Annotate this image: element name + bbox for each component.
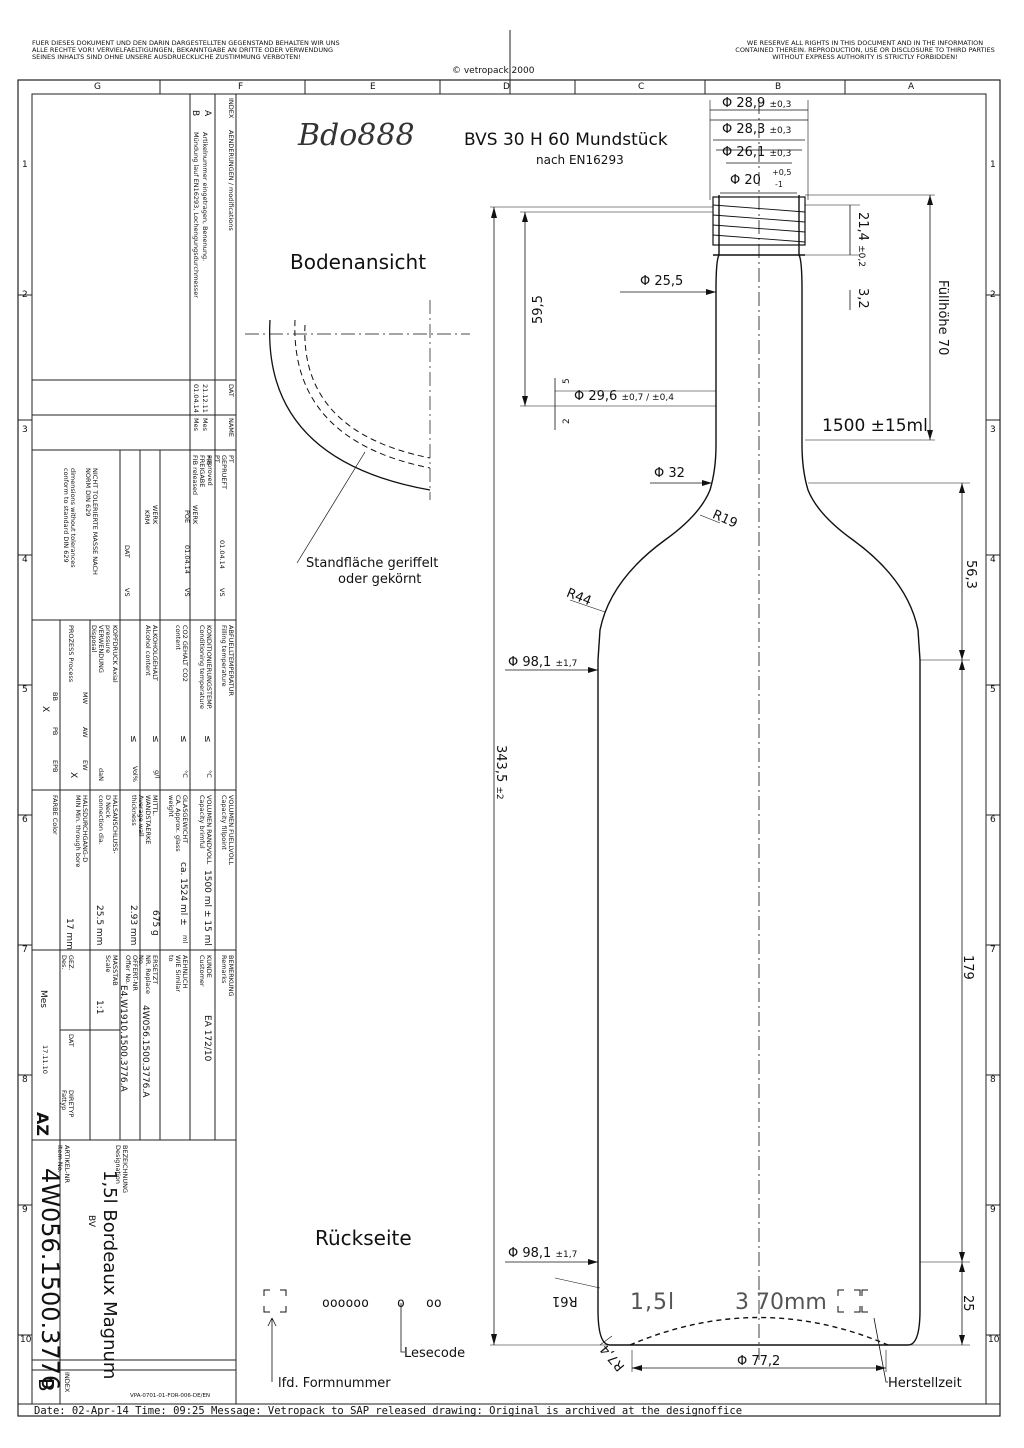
header-right-notice: WE RESERVE ALL RIGHTS IN THIS DOCUMENT A… [735, 39, 995, 61]
dim-d-inner-tol: ±0,3 [769, 149, 792, 159]
drawing-title: BVS 30 H 60 Mundstück [464, 130, 668, 150]
dim-d-neck-low-tol: ±0,7 / ±0,4 [621, 393, 674, 403]
grid-row-8-right: 8 [990, 1075, 996, 1085]
read-code-dots: oooooo [322, 1296, 369, 1311]
dim-h-finish: 21,4 ±0,2 [855, 212, 870, 267]
dim-d-thread-val: Φ 28,3 [722, 122, 766, 137]
dim-d-bore-tol-dn: -1 [775, 180, 783, 189]
dim-volume: 1500 ±15ml [822, 416, 928, 436]
standing-surface-line1: Standfläche geriffelt [306, 556, 439, 571]
dim-h-5: 5 [562, 378, 572, 384]
read-code-dots-c: oo [426, 1296, 442, 1311]
grid-col-d: D [503, 82, 510, 92]
grid-row-3: 3 [22, 425, 28, 435]
dim-h-2: 2 [562, 418, 572, 424]
bottle-outline-right [798, 195, 921, 1346]
bottle-outline-left [597, 195, 720, 1346]
drawing-subtitle: nach EN16293 [536, 153, 624, 167]
dim-d-top-outer-val: Φ 28,9 [722, 96, 766, 111]
dim-h-finish-val: 21,4 [855, 212, 870, 241]
read-code-label: Lesecode [404, 1346, 466, 1361]
dim-d-bore: Φ 20 [730, 173, 761, 188]
dim-d-base: Φ 77,2 [737, 1354, 781, 1369]
grid-col-e: E [370, 82, 376, 92]
grid-row-10: 10 [20, 1335, 32, 1345]
dim-d-body-tol: ±1,7 [555, 659, 578, 669]
dim-h-total-tol: ±2 [494, 786, 504, 800]
grid-col-f: F [238, 82, 244, 92]
grid-row-5-right: 5 [990, 685, 996, 695]
dim-d-thread-tol: ±0,3 [769, 126, 792, 136]
dim-d-neck-low: Φ 29,6 ±0,7 / ±0,4 [574, 389, 674, 404]
dim-d-body: Φ 98,1 ±1,7 [508, 655, 577, 670]
dim-d-top-outer-tol: ±0,3 [769, 100, 792, 110]
grid-row-2: 2 [22, 290, 28, 300]
embossing-volume: 1,5l [630, 1290, 676, 1315]
grid-row-2-right: 2 [990, 290, 996, 300]
dim-r-heel: R61 [552, 1293, 578, 1308]
standing-surface-line2: oder gekörnt [338, 572, 422, 587]
dim-d-body-val: Φ 98,1 [508, 655, 552, 670]
dim-h-shoulder: 56,3 [963, 560, 978, 589]
dim-h-neck: 59,5 [531, 295, 546, 324]
grid-row-7: 7 [22, 945, 28, 955]
grid-col-b: B [775, 82, 782, 92]
grid-row-9-right: 9 [990, 1205, 996, 1215]
header-copyright: © vetropack 2000 [452, 66, 535, 76]
grid-col-a: A [908, 82, 915, 92]
dim-h-heel: 25 [960, 1295, 975, 1312]
grid-row-6-right: 6 [990, 815, 996, 825]
dim-h-body: 179 [960, 955, 975, 980]
grid-col-g: G [94, 82, 101, 92]
grid-col-c: C [638, 82, 645, 92]
grid-row-4: 4 [22, 555, 28, 565]
grid-row-5: 5 [22, 685, 28, 695]
dim-fill-height: Füllhöhe 70 [935, 280, 950, 356]
dim-d-bore-tol-up: +0,5 [772, 168, 792, 177]
dim-h-total: 343,5 ±2 [493, 745, 508, 800]
grid-row-6: 6 [22, 815, 28, 825]
dim-h-bead: 3,2 [855, 288, 870, 309]
dim-d-body-low-val: Φ 98,1 [508, 1246, 552, 1261]
dim-d-thread: Φ 28,3 ±0,3 [722, 122, 791, 137]
embossing-height: 3 70mm [735, 1290, 827, 1315]
dim-d-inner-val: Φ 26,1 [722, 145, 766, 160]
dim-d-neck-low-val: Φ 29,6 [574, 389, 618, 404]
handwritten-ref: Bdo888 [298, 118, 415, 153]
dim-d-shoulder-top: Φ 32 [654, 466, 685, 481]
tb-form-code: VPA-0701-01-FOR-006-DE/EN [130, 1393, 211, 1399]
dim-d-neck: Φ 25,5 [640, 274, 684, 289]
header-left-notice: FUER DIESES DOKUMENT UND DEN DARIN DARGE… [32, 39, 340, 61]
dim-d-body-low-tol: ±1,7 [555, 1250, 578, 1260]
grid-row-9: 9 [22, 1205, 28, 1215]
grid-row-1-right: 1 [990, 160, 996, 170]
bottom-view-label: Bodenansicht [290, 250, 427, 274]
dim-d-body-low: Φ 98,1 ±1,7 [508, 1246, 577, 1261]
dim-h-finish-tol: ±0,2 [856, 245, 866, 267]
grid-row-7-right: 7 [990, 945, 996, 955]
dim-h-total-val: 343,5 [493, 745, 508, 783]
grid-row-8: 8 [22, 1075, 28, 1085]
dim-d-top-outer: Φ 28,9 ±0,3 [722, 96, 791, 111]
grid-row-4-right: 4 [990, 555, 996, 565]
dim-d-inner: Φ 26,1 ±0,3 [722, 145, 791, 160]
back-side-label: Rückseite [315, 1226, 412, 1250]
grid-row-10-right: 10 [988, 1335, 1000, 1345]
production-time-label: Herstellzeit [888, 1376, 962, 1391]
grid-row-1: 1 [22, 160, 28, 170]
mould-number-label: lfd. Formnummer [278, 1376, 391, 1391]
dim-d-bore-val: Φ 20 [730, 173, 761, 188]
grid-row-3-right: 3 [990, 425, 996, 435]
footer-message: Date: 02-Apr-14 Time: 09:25 Message: Vet… [34, 1405, 743, 1417]
